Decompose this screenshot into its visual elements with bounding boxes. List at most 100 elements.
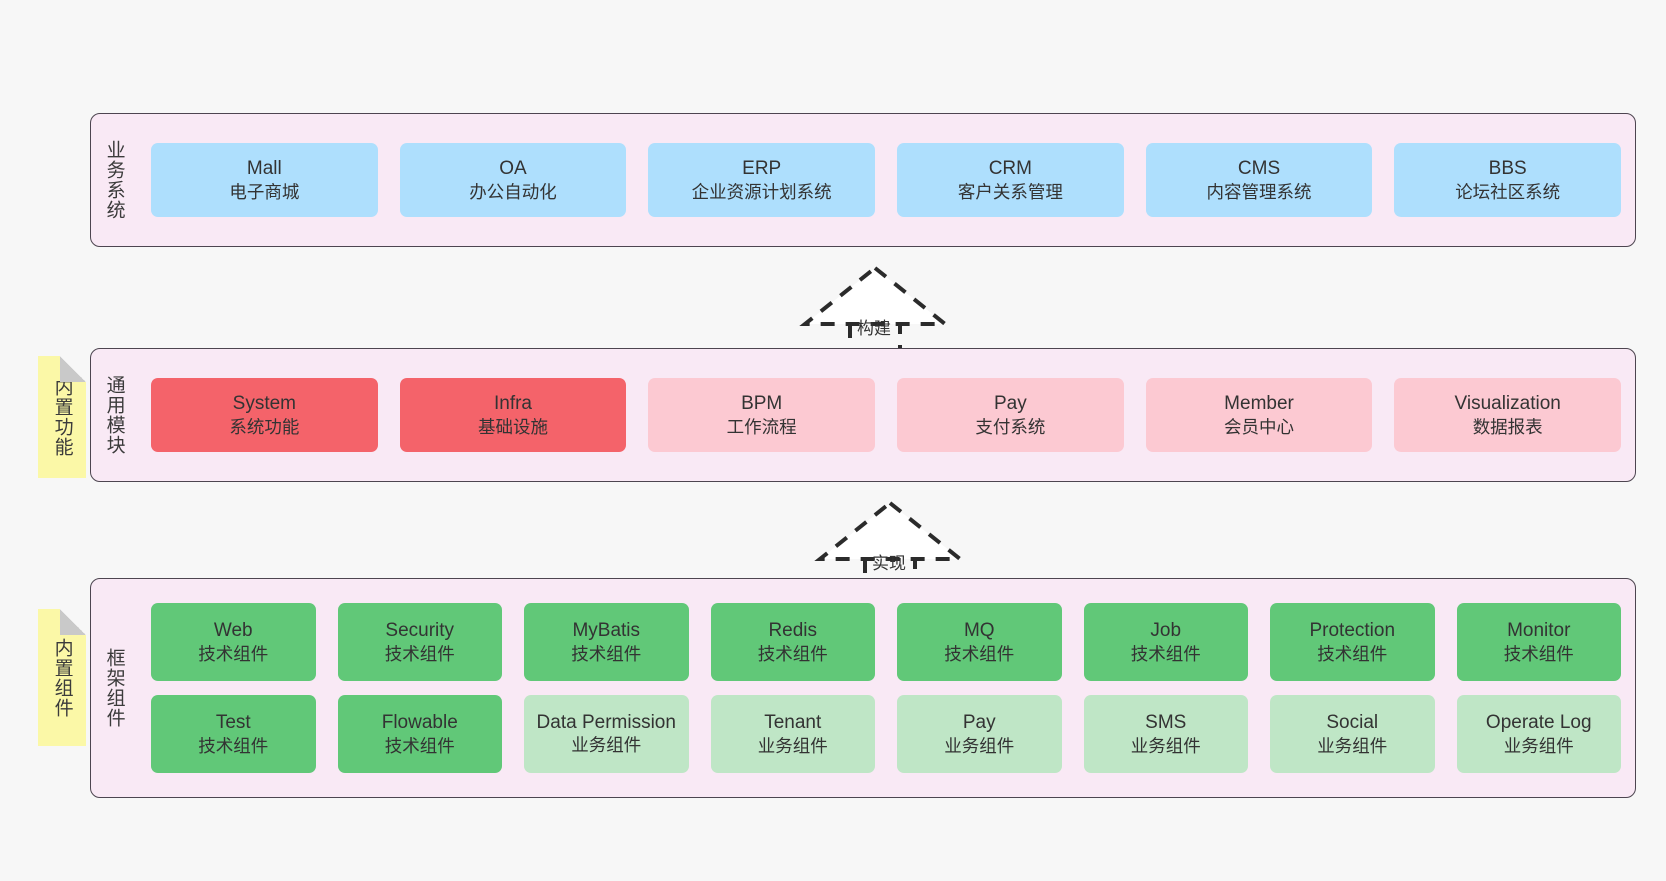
node-bpm[interactable]: BPM 工作流程 <box>648 378 876 452</box>
node-title: Mall <box>246 157 282 179</box>
node-visualization[interactable]: Visualization 数据报表 <box>1394 378 1622 452</box>
node-title: SMS <box>1145 711 1187 733</box>
node-title: Tenant <box>764 711 822 733</box>
node-subtitle: 数据报表 <box>1472 416 1543 437</box>
generalization-arrowhead <box>814 500 966 561</box>
node-flowable[interactable]: Flowable 技术组件 <box>337 695 502 773</box>
layer-title-business-system: 业务系统 <box>103 140 125 220</box>
node-subtitle: 论坛社区系统 <box>1455 181 1561 202</box>
node-title: BPM <box>741 392 783 414</box>
note-label: 内置组件 <box>51 637 73 718</box>
node-tenant[interactable]: Tenant 业务组件 <box>710 695 875 773</box>
node-title: Pay <box>962 711 996 733</box>
node-subtitle: 业务组件 <box>1130 735 1201 756</box>
node-title: Web <box>213 619 253 641</box>
node-title: Data Permission <box>536 711 676 733</box>
node-subtitle: 客户关系管理 <box>957 181 1063 202</box>
node-title: CMS <box>1237 157 1281 179</box>
node-data-permission[interactable]: Data Permission 业务组件 <box>524 695 689 773</box>
node-title: Flowable <box>381 711 458 733</box>
node-job[interactable]: Job 技术组件 <box>1083 603 1248 681</box>
node-subtitle: 企业资源计划系统 <box>691 181 832 202</box>
connector-build: 构建 <box>799 265 951 356</box>
node-pay-module[interactable]: Pay 支付系统 <box>897 378 1124 452</box>
connector-label: 构建 <box>857 319 891 338</box>
node-title: Monitor <box>1507 619 1571 641</box>
node-row: Test 技术组件 Flowable 技术组件 Data Permission … <box>151 695 1621 773</box>
node-title: Protection <box>1309 619 1396 641</box>
node-subtitle: 电子商城 <box>229 181 300 202</box>
node-oa[interactable]: OA 办公自动化 <box>399 143 627 217</box>
node-subtitle: 业务组件 <box>944 735 1015 756</box>
node-subtitle: 技术组件 <box>757 643 828 664</box>
node-subtitle: 技术组件 <box>198 735 269 756</box>
node-social[interactable]: Social 业务组件 <box>1270 695 1435 773</box>
node-web[interactable]: Web 技术组件 <box>151 603 316 681</box>
node-row: Web 技术组件 Security 技术组件 MyBatis 技术组件 Redi… <box>151 603 1621 681</box>
layer-common-module[interactable]: 通用模块 System 系统功能 Infra 基础设施 BPM 工作流程 Pay <box>90 348 1636 482</box>
note-fold-corner <box>60 356 86 382</box>
node-security[interactable]: Security 技术组件 <box>337 603 502 681</box>
node-mq[interactable]: MQ 技术组件 <box>897 603 1062 681</box>
node-subtitle: 支付系统 <box>975 416 1046 437</box>
node-subtitle: 技术组件 <box>384 643 455 664</box>
note-builtin-component: 内置组件 <box>38 609 86 746</box>
node-crm[interactable]: CRM 客户关系管理 <box>897 143 1124 217</box>
node-subtitle: 技术组件 <box>1317 643 1388 664</box>
node-cms[interactable]: CMS 内容管理系统 <box>1145 143 1373 217</box>
node-title: System <box>232 392 297 414</box>
node-test[interactable]: Test 技术组件 <box>151 695 316 773</box>
node-title: ERP <box>742 157 782 179</box>
layer-framework-component[interactable]: 框架组件 Web 技术组件 Security 技术组件 MyBatis 技术组件… <box>90 578 1636 798</box>
node-title: CRM <box>988 157 1032 179</box>
node-title: Visualization <box>1454 392 1561 414</box>
node-member[interactable]: Member 会员中心 <box>1145 378 1373 452</box>
node-title: Member <box>1224 392 1294 414</box>
layer-body-framework-component: Web 技术组件 Security 技术组件 MyBatis 技术组件 Redi… <box>137 579 1635 797</box>
node-subtitle: 技术组件 <box>944 643 1015 664</box>
node-title: Security <box>385 619 455 641</box>
node-subtitle: 基础设施 <box>478 416 548 437</box>
layer-business-system[interactable]: 业务系统 Mall 电子商城 OA 办公自动化 ERP 企业资源计划系统 CRM <box>90 113 1636 247</box>
node-subtitle: 工作流程 <box>726 416 797 437</box>
node-bbs[interactable]: BBS 论坛社区系统 <box>1394 143 1622 217</box>
note-builtin-function: 内置功能 <box>38 356 86 478</box>
node-infra[interactable]: Infra 基础设施 <box>399 378 627 452</box>
node-subtitle: 会员中心 <box>1224 416 1295 437</box>
node-title: Redis <box>768 619 818 641</box>
node-operate-log[interactable]: Operate Log 业务组件 <box>1456 695 1621 773</box>
node-title: MyBatis <box>572 619 641 641</box>
node-title: Infra <box>493 392 533 414</box>
node-subtitle: 业务组件 <box>757 735 828 756</box>
node-subtitle: 内容管理系统 <box>1206 181 1312 202</box>
generalization-arrowhead <box>799 265 951 326</box>
node-subtitle: 业务组件 <box>571 735 642 755</box>
node-subtitle: 系统功能 <box>229 416 300 437</box>
node-mybatis[interactable]: MyBatis 技术组件 <box>524 603 689 681</box>
layer-body-business-system: Mall 电子商城 OA 办公自动化 ERP 企业资源计划系统 CRM 客户关系… <box>137 114 1635 246</box>
node-subtitle: 技术组件 <box>1503 643 1574 664</box>
node-monitor[interactable]: Monitor 技术组件 <box>1456 603 1621 681</box>
node-row: Mall 电子商城 OA 办公自动化 ERP 企业资源计划系统 CRM 客户关系… <box>151 143 1622 217</box>
node-subtitle: 技术组件 <box>1130 643 1201 664</box>
node-system[interactable]: System 系统功能 <box>151 378 378 452</box>
layer-body-common-module: System 系统功能 Infra 基础设施 BPM 工作流程 Pay 支付系统… <box>137 349 1635 481</box>
note-label: 内置功能 <box>51 377 73 457</box>
layer-title-framework-component: 框架组件 <box>103 648 125 728</box>
node-erp[interactable]: ERP 企业资源计划系统 <box>648 143 876 217</box>
node-redis[interactable]: Redis 技术组件 <box>710 603 875 681</box>
node-protection[interactable]: Protection 技术组件 <box>1270 603 1435 681</box>
connector-label: 实现 <box>872 554 906 573</box>
node-title: OA <box>499 157 527 179</box>
node-subtitle: 业务组件 <box>1503 735 1574 756</box>
node-title: Job <box>1150 619 1182 641</box>
node-mall[interactable]: Mall 电子商城 <box>151 143 378 217</box>
node-title: Pay <box>993 392 1027 414</box>
node-pay-component[interactable]: Pay 业务组件 <box>897 695 1062 773</box>
node-subtitle: 技术组件 <box>198 643 269 664</box>
node-subtitle: 技术组件 <box>571 643 642 664</box>
node-sms[interactable]: SMS 业务组件 <box>1083 695 1248 773</box>
node-title: Test <box>215 711 251 733</box>
note-fold-corner <box>60 609 86 635</box>
